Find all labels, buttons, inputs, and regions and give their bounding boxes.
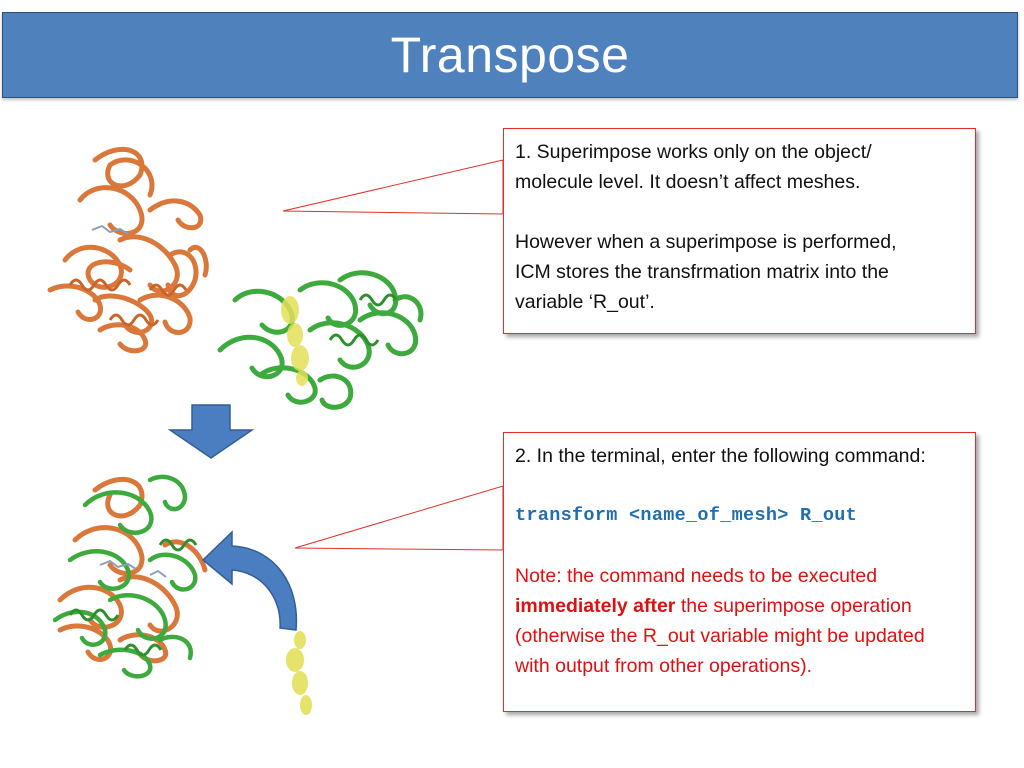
slide-title: Transpose — [390, 27, 630, 83]
note-line: with output from other operations). — [515, 655, 812, 677]
callout-superimpose-info: 1. Superimpose works only on the object/… — [503, 128, 976, 334]
command-text: transform <name_of_mesh> R_out — [515, 505, 858, 526]
note-line: Note: the command needs to be executed — [515, 561, 965, 591]
callout1-line: molecule level. It doesn’t affect meshes… — [515, 171, 861, 193]
instruction-text: 2. In the terminal, enter the following … — [515, 445, 926, 467]
superimposed-helices — [68, 538, 198, 657]
down-arrow-icon — [167, 404, 255, 459]
callout-terminal-command: 2. In the terminal, enter the following … — [503, 432, 976, 712]
yellow-mesh-bottom — [286, 631, 312, 715]
callout2-pointer — [294, 485, 504, 551]
note-line: (otherwise the R_out variable might be u… — [515, 625, 925, 647]
callout1-pointer — [282, 159, 504, 215]
callout1-line: However when a superimpose is performed, — [515, 231, 897, 253]
superimposed-orange-protein — [57, 476, 208, 664]
callout1-line: variable ‘R_out’. — [515, 291, 655, 313]
orange-protein-image — [47, 146, 209, 354]
superimposed-green-protein — [52, 474, 198, 679]
spacer — [515, 471, 965, 501]
ligand-bottom — [99, 559, 167, 578]
ligand-top — [91, 224, 129, 235]
title-bar: Transpose — [2, 12, 1018, 98]
callout1-line: 1. Superimpose works only on the object/ — [515, 141, 872, 163]
spacer — [515, 197, 965, 227]
spacer — [515, 531, 965, 561]
note-line: immediately after the superimpose operat… — [515, 591, 965, 621]
note-prefix: Note: the command needs to be executed — [515, 565, 878, 587]
green-protein-helices — [328, 293, 398, 347]
orange-protein-helices — [68, 278, 188, 327]
curved-arrow-icon — [201, 530, 298, 631]
green-protein-image — [217, 270, 424, 410]
callout1-line: ICM stores the transfrmation matrix into… — [515, 261, 889, 283]
note-suffix: the superimpose operation — [675, 595, 912, 617]
yellow-mesh-middle — [281, 296, 309, 386]
note-emphasis: immediately after — [515, 595, 676, 617]
